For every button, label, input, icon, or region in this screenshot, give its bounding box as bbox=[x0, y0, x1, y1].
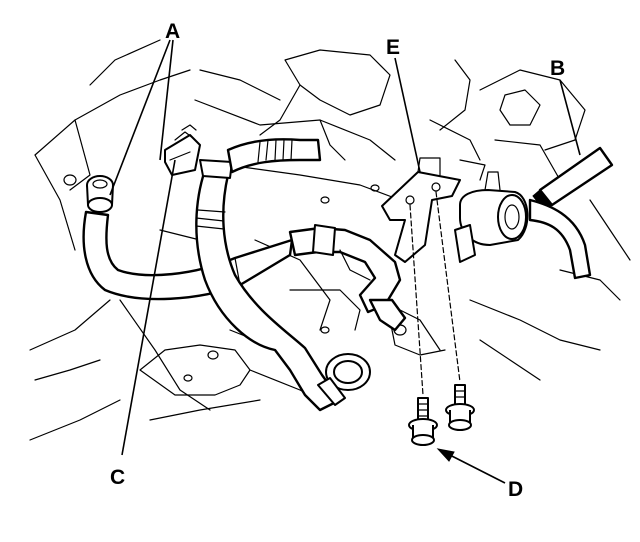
callout-a: A bbox=[165, 20, 180, 43]
bracket-e bbox=[381, 157, 486, 263]
upper-right-hose bbox=[226, 138, 322, 174]
callout-c: C bbox=[110, 466, 125, 489]
main-vertical-hose bbox=[195, 159, 371, 412]
callout-b: B bbox=[550, 57, 565, 80]
hose-b bbox=[528, 146, 614, 280]
valve-canister bbox=[454, 171, 529, 263]
callout-d: D bbox=[508, 478, 523, 501]
leader-lines bbox=[109, 39, 581, 484]
bolt-install-guides bbox=[409, 191, 461, 396]
clamp-c bbox=[164, 124, 201, 176]
middle-hose-to-valve bbox=[288, 224, 407, 332]
fitting-a bbox=[86, 175, 114, 213]
left-u-hose bbox=[82, 210, 294, 301]
callout-e: E bbox=[386, 36, 400, 59]
bolt-d-left bbox=[408, 397, 438, 446]
bolt-d-right bbox=[445, 384, 475, 431]
engine-housing-outline bbox=[29, 39, 631, 441]
